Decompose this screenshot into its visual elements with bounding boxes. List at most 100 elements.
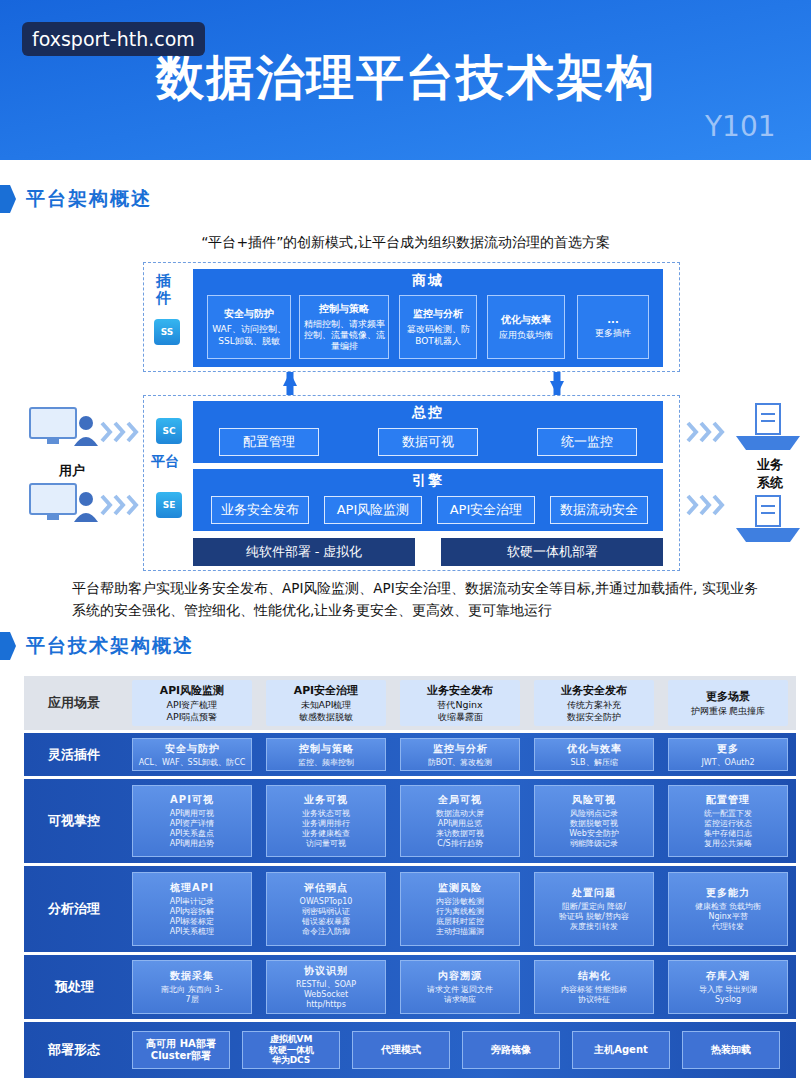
node-body: 替代Nginx 收缩暴露面 [418,699,502,723]
flow-arrow [287,372,294,395]
node-heading: 业务安全发布 [561,684,627,698]
node-heading: API风险监测 [160,684,224,698]
table-cell: 内容溯源请求文件 返回文件 请求响应 [400,960,520,1014]
product-icon: SC [156,418,182,444]
table-cell: API风险监测API资产梳理 API弱点预警 [132,680,252,726]
module-box: 配置管理 [219,428,319,456]
table-cell: 业务安全发布传统方案补充 数据安全防护 [534,680,654,726]
table-cell: 控制与策略监控、频率控制 [266,738,386,771]
node-body: 监控、频率控制 [298,758,354,768]
node-heading: 内容溯源 [438,969,482,983]
plugin-box: 优化与效率应用负载均衡 [487,295,565,359]
node-body: 护网重保 爬虫撞库 [691,705,766,717]
section-tab [0,185,16,213]
node-heading: 纯软件部署 - 虚拟化 [246,543,363,561]
section-heading: 平台架构概述 [26,186,152,212]
table-row: 预处理数据采集南北向 东西向 3-7层协议识别RESTful、SOAP WebS… [24,955,796,1019]
node-heading: ... [607,314,618,325]
node-heading: API风险监测 [337,501,410,519]
node-heading: 插件 [156,273,171,306]
node-body: 南北向 东西向 3-7层 [156,985,228,1005]
user-icon [30,484,98,522]
table-cell: API可视API调用可视 API资产详情 API关系盘点 API调用趋势 [132,785,252,857]
node-heading: 优化与效率 [501,313,551,327]
table-cell: 优化与效率SLB、解压缩 [534,738,654,771]
description-text: 平台帮助客户实现业务安全发布、API风险监测、API安全治理、数据流动安全等目标… [72,577,762,621]
table-cell: 更多场景护网重保 爬虫撞库 [668,680,788,726]
node-body: 风险弱点记录 数据脱敏可视 Web安全防护 弱能降级记录 [558,809,630,849]
table-cell: 监测风险内容涉敏检测 行为离线检测 底层耗时监控 主动扫描漏洞 [400,872,520,946]
node-heading: 更多能力 [706,886,750,900]
table-cell: 更多能力健康检查 负载均衡 Nginx平替 代理转发 [668,872,788,946]
node-body: 请求文件 返回文件 请求响应 [424,985,496,1005]
node-body: 精细控制、请求频率控制、流量镜像、流量编排 [303,319,385,353]
node-body: 内容涉敏检测 行为离线检测 底层耗时监控 主动扫描漏洞 [424,897,496,937]
node-heading: API可视 [170,793,214,807]
product-icon: SE [156,492,182,518]
node-heading: 梳理API [170,881,214,895]
layer-band: 商城安全与防护WAF、访问控制、SSL卸载、脱敏 控制与策略精细控制、请求频率控制… [193,269,663,367]
node-heading: 评估弱点 [304,881,348,895]
node-heading: 总控 [193,404,663,422]
node-body: 篡改码检测、防BOT机器人 [403,324,473,347]
table-cell: 高可用 HA部署 Cluster部署 [132,1031,230,1069]
table-row: 可视掌控API可视API调用可视 API资产详情 API关系盘点 API调用趋势… [24,779,796,863]
table-cell: 评估弱点 OWASPTop10 弱密码弱认证 错误鉴权暴露 命令注入防御 [266,872,386,946]
node-heading: 商城 [193,272,663,290]
node-heading: 分析治理 [24,866,124,952]
node-heading: 安全与防护 [165,742,220,756]
node-heading: 配置管理 [706,793,750,807]
table-cell: 处置问题阻断/重定向 降级/验证码 脱敏/替内容 灰度接引转发 [534,872,654,946]
node-heading: 预处理 [24,955,124,1019]
table-cell: 存库入湖导入库 导出到湖 Syslog [668,960,788,1014]
module-box: 业务安全发布 [211,496,309,524]
dashed-region: 插件 SS 商城安全与防护WAF、访问控制、SSL卸载、脱敏 控制与策略精细控制、请求… [143,262,680,372]
node-body: API资产梳理 API弱点预警 [150,699,234,723]
table-row: 灵活插件安全与防护ACL、WAF、SSL卸载、防CC控制与策略监控、频率控制监控… [24,733,796,776]
system-icon [736,404,800,450]
node-heading: 平台 [151,454,179,469]
table-cell: 业务安全发布替代Nginx 收缩暴露面 [400,680,520,726]
node-body: WAF、访问控制、SSL卸载、脱敏 [211,324,287,347]
module-box: API风险监测 [324,496,422,524]
node-heading: 优化与效率 [567,742,622,756]
node-heading: 业务可视 [304,793,348,807]
node-heading: 可视掌控 [24,779,124,863]
module-box: 统一监控 [537,428,637,456]
plugin-box: 安全与防护WAF、访问控制、SSL卸载、脱敏 [207,295,291,359]
table-cell: 风险可视风险弱点记录 数据脱敏可视 Web安全防护 弱能降级记录 [534,785,654,857]
node-body: 阻断/重定向 降级/验证码 脱敏/替内容 灰度接引转发 [558,902,630,932]
table-cell: 全局可视数据流动大屏 API调用总览 来访数据可视 C/S排行趋势 [400,785,520,857]
node-heading: 热装卸载 [711,1044,751,1056]
section-heading: 平台技术架构概述 [26,633,194,659]
product-icon: SS [154,319,180,345]
node-heading: 主机Agent [594,1044,648,1056]
table-cell: 业务可视业务状态可视 业务调用排行 业务健康检查 访问量可视 [266,785,386,857]
dashed-region: 平台SCSE总控配置管理数据可视统一监控引擎业务安全发布API风险监测API安全… [143,395,680,571]
node-body: 导入库 导出到湖 Syslog [692,985,764,1005]
section-tab [0,632,16,660]
node-heading: 引擎 [193,472,663,490]
table-cell: API安全治理未知API梳理 敏感数据脱敏 [266,680,386,726]
table-row: 分析治理梳理APIAPI串计记录 API内容拆解 API标签标定 API关系梳理… [24,866,796,952]
node-heading: SC [162,426,175,436]
node-body: 数据流动大屏 API调用总览 来访数据可视 C/S排行趋势 [424,809,496,849]
table-cell: 更多JWT、OAuth2 [668,738,788,771]
module-box: 数据可视 [378,428,478,456]
node-body: 业务状态可视 业务调用排行 业务健康检查 访问量可视 [290,809,362,849]
flow-arrow [554,372,561,395]
layer-band: 总控配置管理 数据可视 统一监控 [193,401,663,463]
node-heading: 控制与策略 [319,302,369,316]
node-body: 传统方案补充 数据安全防护 [552,699,636,723]
node-heading: SE [163,500,176,510]
node-body: RESTful、SOAP WebSocket http/https [290,980,362,1010]
node-body: 未知API梳理 敏感数据脱敏 [284,699,368,723]
node-heading: 部署形态 [24,1022,124,1078]
table-cell: 旁路镜像 [462,1031,560,1069]
node-heading: 软硬一体机部署 [507,543,598,561]
actor-label: 用户 [52,462,92,480]
node-heading: 虚拟机VM 软硬一体机 华为DCS [253,1034,329,1066]
node-body: OWASPTop10 弱密码弱认证 错误鉴权暴露 命令注入防御 [290,897,362,937]
node-body: 统一配置下发 监控运行状态 集中存储日志 复用公共策略 [692,809,764,849]
node-heading: 旁路镜像 [491,1044,531,1056]
